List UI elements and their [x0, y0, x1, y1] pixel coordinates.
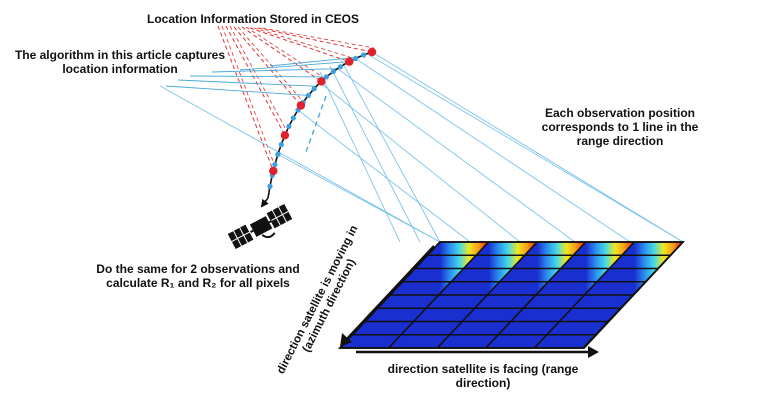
ceos-pointer-line — [233, 26, 302, 106]
orbit-red-dot — [296, 101, 306, 110]
orbit-red-dot — [269, 166, 278, 176]
algorithm-pointer-line — [239, 61, 350, 71]
range-arrow-head — [588, 346, 599, 358]
satellite-panel-cell — [238, 235, 248, 246]
range-projection-line — [319, 82, 521, 243]
range-projection-line — [159, 85, 441, 243]
orbit-blue-dot — [278, 142, 284, 148]
range-label-line-2: direction) — [455, 376, 511, 390]
range-azimuth-grid — [337, 241, 686, 349]
satellite-dish — [261, 232, 276, 239]
orbit-blue-dot — [267, 183, 273, 189]
ceos-pointer-line — [217, 25, 274, 172]
range-projection-line — [371, 51, 684, 243]
satellite-panel-cell — [266, 210, 276, 221]
ceos-pointer-line — [253, 27, 352, 58]
satellite-arm — [268, 219, 273, 224]
range-projection-line — [319, 71, 401, 243]
range-projection-line — [366, 53, 684, 243]
ceos-pointer-line — [245, 26, 324, 78]
ceos-pointer-line — [249, 27, 350, 63]
orbit-blue-dot — [330, 69, 336, 75]
ceos-title-text: Location Information Stored in CEOS — [146, 12, 359, 26]
direction-arrows — [340, 245, 599, 358]
algorithm-caption-line-2: location information — [62, 62, 178, 76]
satellite-orbit — [260, 47, 377, 208]
algorithm-pointer-line — [269, 56, 359, 67]
azimuth-arrow-shaft — [345, 245, 435, 341]
ceos-pointer-line — [261, 27, 375, 49]
range-projection-line — [329, 65, 421, 243]
satellite-panel-cell — [278, 203, 289, 214]
grid-column-line — [485, 241, 587, 349]
ceos-pointer-line — [257, 27, 373, 53]
orbit-blue-dot — [361, 52, 367, 58]
range-projection-line — [337, 68, 576, 243]
grid-column-line — [533, 241, 635, 349]
orbit-red-dot — [367, 47, 377, 57]
repeat-observation-caption: Do the same for 2 observations and calcu… — [78, 262, 318, 290]
orbit-blue-dot — [352, 55, 359, 62]
satellite-panel-cell — [270, 218, 280, 229]
range-direction-label: direction satellite is facing (range dir… — [376, 362, 590, 390]
orbit-blue-dot — [311, 86, 317, 92]
orbit-red-dot — [280, 131, 290, 140]
algorithm-pointer-line — [165, 85, 309, 96]
each-observation-line-3: range direction — [576, 134, 664, 148]
orbit-blue-dot — [275, 151, 281, 157]
algorithm-pointer-line — [189, 75, 327, 78]
range-label-line-1: direction satellite is facing (range — [387, 362, 579, 376]
each-observation-line-1: Each observation position — [544, 106, 696, 120]
satellite-icon — [227, 203, 293, 250]
satellite-body — [227, 203, 293, 250]
orbit-blue-dot — [272, 162, 278, 168]
ceos-pointer-line — [225, 25, 286, 136]
algorithm-caption: The algorithm in this article captures l… — [0, 48, 240, 76]
orbit-red-dot — [345, 57, 354, 66]
each-observation-caption: Each observation position corresponds to… — [520, 106, 720, 148]
satellite-panel-cell — [277, 215, 287, 226]
repeat-observation-line-1: Do the same for 2 observations and — [96, 262, 300, 276]
grid-border — [337, 241, 686, 349]
orbit-blue-dot — [290, 115, 296, 121]
ceos-pointer-line — [241, 26, 322, 82]
each-observation-line-2: corresponds to 1 line in the — [541, 120, 699, 134]
algorithm-pointer-line — [211, 68, 338, 73]
satellite-panel-cell — [272, 207, 282, 218]
algorithm-caption-line-1: The algorithm in this article captures — [14, 48, 226, 62]
grid-column-line — [388, 241, 490, 349]
grid-column-line — [436, 241, 538, 349]
ceos-pointer-line — [229, 25, 288, 132]
orbit-blue-dot — [286, 123, 292, 129]
satellite-core — [249, 216, 273, 237]
projection-lines — [159, 25, 684, 243]
satellite-panel-cell — [231, 239, 242, 250]
range-projection-line — [355, 58, 631, 243]
ceos-title: Location Information Stored in CEOS — [132, 12, 374, 26]
range-projection-line — [297, 109, 471, 243]
algorithm-pointer-line — [177, 79, 317, 87]
orbit-blue-dot — [323, 74, 330, 80]
ceos-pointer-line — [237, 26, 304, 102]
orbit-dashed-segment — [305, 95, 327, 153]
satellite-panel-cell — [244, 232, 254, 243]
orbit-red-dot — [317, 77, 326, 86]
orbit-blue-dot — [305, 92, 311, 98]
satellite-panel-cell — [233, 227, 243, 238]
orbit-arrow — [260, 197, 269, 208]
azimuth-arrow-head — [340, 333, 352, 347]
satellite-arm — [250, 229, 254, 233]
satellite-panel-cell — [283, 211, 293, 222]
satellite-panel-cell — [240, 224, 250, 235]
range-projection-line — [339, 57, 441, 243]
repeat-observation-line-2: calculate R₁ and R₂ for all pixels — [106, 276, 290, 290]
satellite-panel-cell — [227, 231, 237, 242]
orbit-blue-dot — [337, 64, 343, 70]
